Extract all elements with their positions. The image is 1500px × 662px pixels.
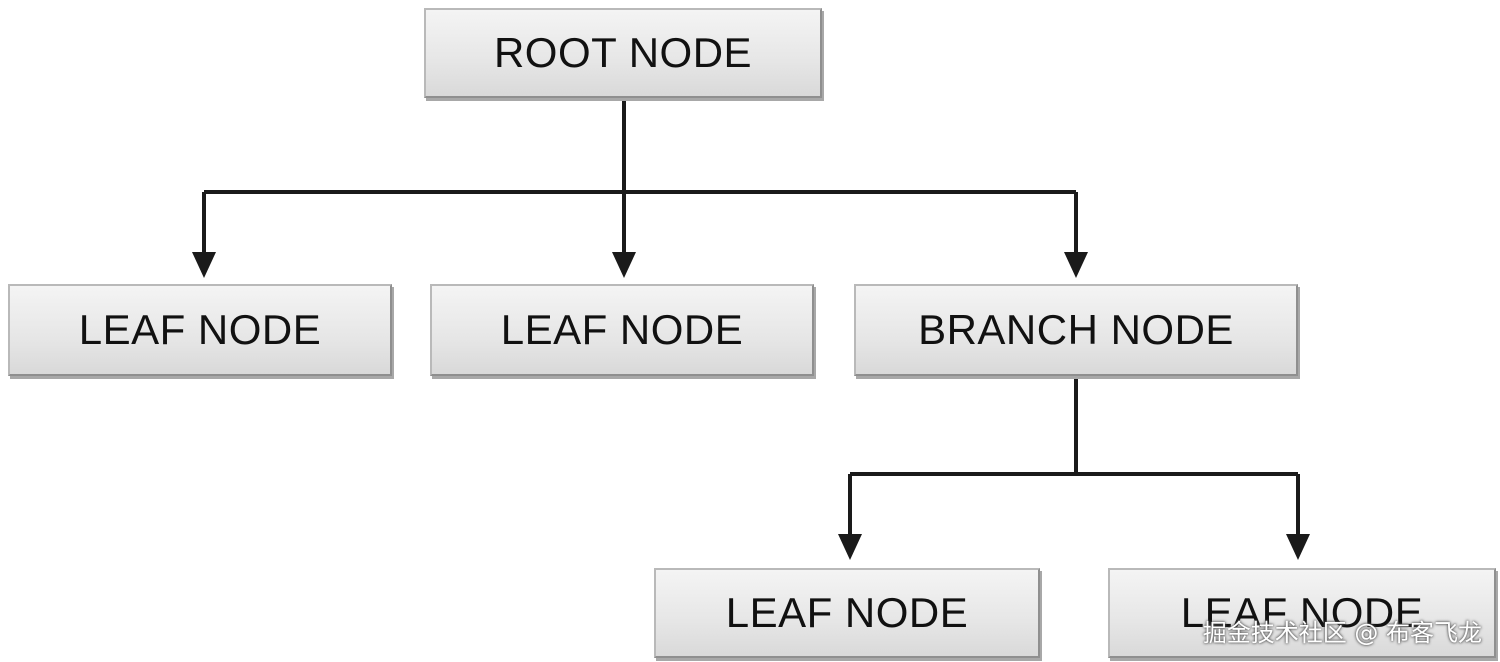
branch-node: BRANCH NODE xyxy=(854,284,1298,376)
arrowhead-leaf3 xyxy=(838,534,862,560)
root-node-label: ROOT NODE xyxy=(493,29,753,76)
watermark: 掘金技术社区 @ 布客飞龙 xyxy=(1202,619,1482,647)
leaf-node-1: LEAF NODE xyxy=(8,284,392,376)
arrowhead-branch xyxy=(1064,252,1088,278)
leaf-node-4: LEAF NODE xyxy=(1108,568,1496,658)
arrowhead-leaf1 xyxy=(192,252,216,278)
branch-node-label: BRANCH NODE xyxy=(918,306,1234,353)
leaf-node-2: LEAF NODE xyxy=(430,284,814,376)
leaf-node-2-label: LEAF NODE xyxy=(500,306,744,353)
arrowhead-leaf4 xyxy=(1286,534,1310,560)
leaf-node-4-label: LEAF NODE xyxy=(1180,589,1424,636)
arrowhead-leaf2 xyxy=(612,252,636,278)
leaf-node-1-label: LEAF NODE xyxy=(78,306,322,353)
leaf-node-3-label: LEAF NODE xyxy=(725,589,969,636)
root-node: ROOT NODE xyxy=(424,8,822,98)
leaf-node-3: LEAF NODE xyxy=(654,568,1040,658)
